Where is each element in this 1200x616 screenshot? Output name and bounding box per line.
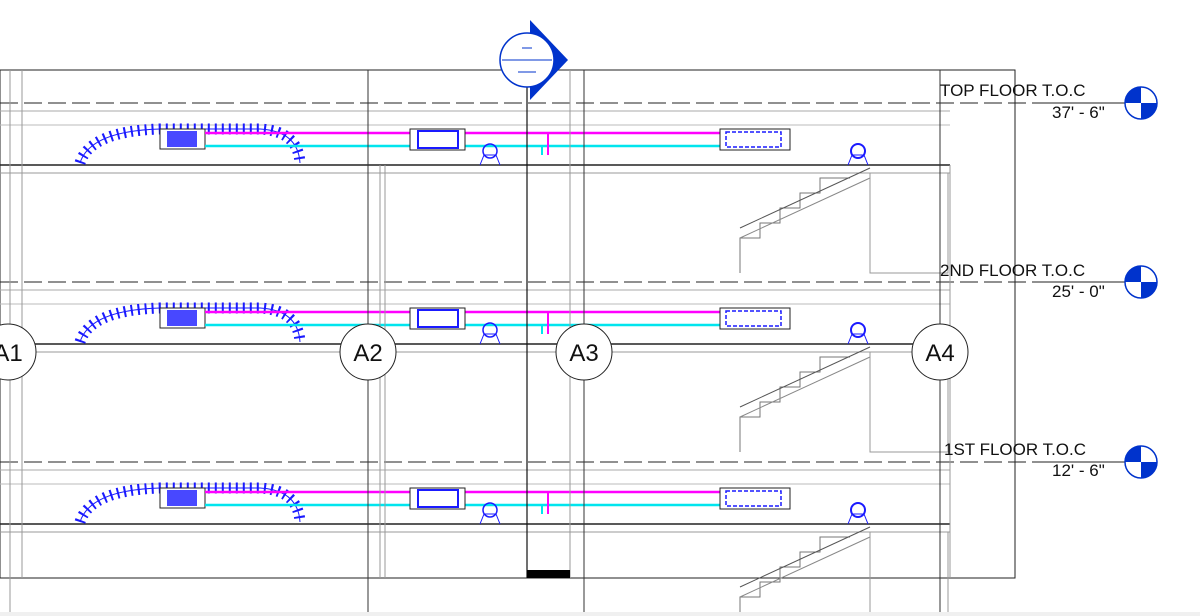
section-tail: [527, 570, 570, 578]
first-floor-band: [0, 462, 1130, 616]
level-1st-floor: 1ST FLOOR T.O.C 12' - 6": [944, 440, 1158, 480]
level-name: 1ST FLOOR T.O.C: [944, 440, 1086, 459]
bottom-strip: [0, 612, 1200, 616]
grid-bubble-a3: A3: [555, 323, 613, 381]
grid-bubble-a1: A1: [0, 323, 37, 381]
level-top-floor: TOP FLOOR T.O.C 37' - 6": [940, 81, 1158, 122]
section-head-marker: [499, 20, 568, 100]
grid-label: A2: [353, 340, 382, 367]
level-2nd-floor: 2ND FLOOR T.O.C 25' - 0": [940, 261, 1158, 301]
level-name: TOP FLOOR T.O.C: [940, 81, 1085, 100]
level-elevation: 25' - 0": [1052, 282, 1105, 301]
level-name: 2ND FLOOR T.O.C: [940, 261, 1085, 280]
grid-bubble-a2: A2: [339, 323, 397, 381]
grid-label: A4: [925, 340, 954, 367]
grid-label: A1: [0, 340, 23, 367]
top-floor-band: [0, 103, 1130, 273]
level-elevation: 37' - 6": [1052, 103, 1105, 122]
level-elevation: 12' - 6": [1052, 461, 1105, 480]
grid-bubble-a4: A4: [911, 323, 969, 381]
grid-label: A3: [569, 340, 598, 367]
